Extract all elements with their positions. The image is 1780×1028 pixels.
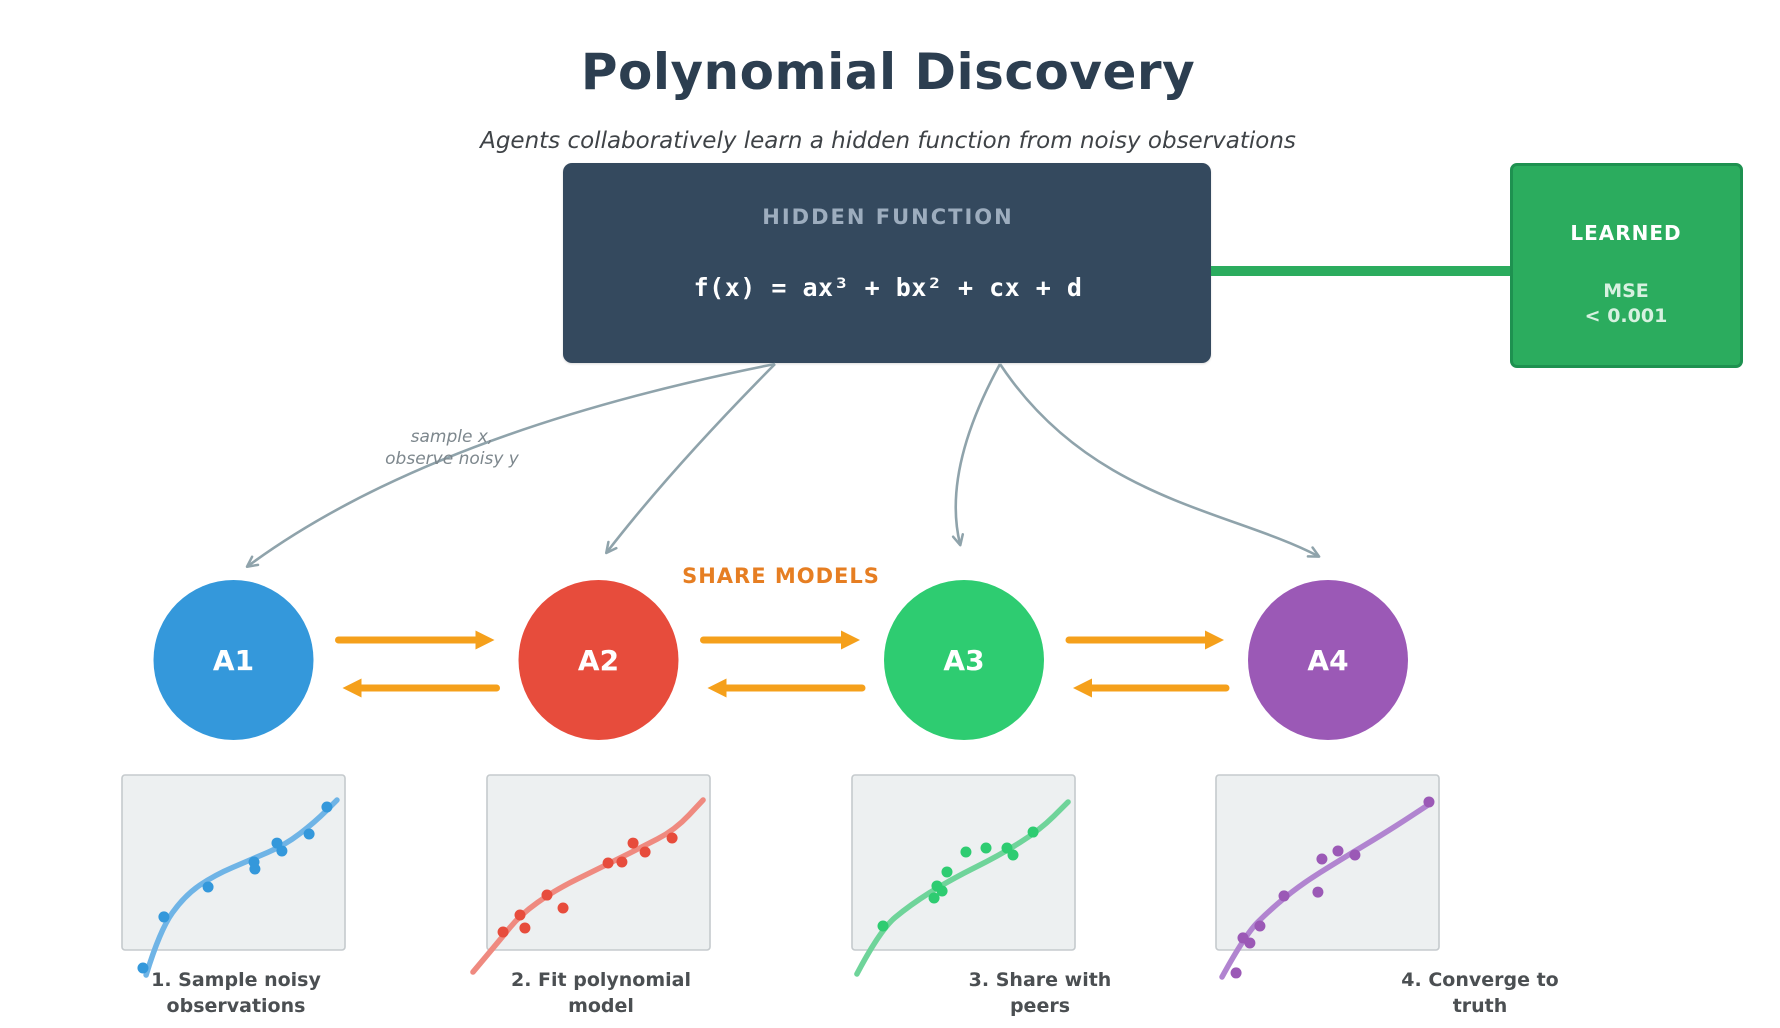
agent-data-dot-a4: [1332, 845, 1344, 857]
agent-plot-panel-a4: [1215, 774, 1440, 951]
page-title: Polynomial Discovery: [580, 43, 1196, 101]
agent-data-dot-a2: [497, 926, 509, 938]
agent-data-dot-a1: [271, 837, 283, 849]
agent-data-dot-a4: [1423, 796, 1435, 808]
hidden-function-label: HIDDEN FUNCTION: [762, 205, 1014, 229]
agent-data-dot-a4: [1244, 937, 1256, 949]
caption-step-3: 3. Share with peers: [969, 967, 1112, 1019]
caption-step-1-line2: observations: [166, 995, 306, 1017]
agent-plot-panel-a2: [486, 774, 711, 951]
agent-data-dot-a4: [1312, 886, 1324, 898]
agent-data-dot-a1: [249, 863, 261, 875]
agent-data-dot-a2: [557, 902, 569, 914]
share-arrow-right-head: [475, 630, 495, 650]
hidden-function-box: [563, 163, 1211, 363]
learned-value: < 0.001: [1584, 305, 1668, 327]
agent-data-dot-a3: [1027, 826, 1039, 838]
agent-circle-label-a1: A1: [213, 644, 254, 677]
agent-data-dot-a3: [1007, 849, 1019, 861]
caption-step-1-line1: 1. Sample noisy: [151, 969, 321, 991]
agent-fit-curve-a2: [470, 797, 706, 975]
hidden-function-formula: f(x) = ax³ + bx² + cx + d: [693, 273, 1083, 302]
agent-data-dot-a4: [1230, 967, 1242, 979]
share-arrow-right-head: [1205, 630, 1224, 650]
learned-label: LEARNED: [1570, 221, 1682, 245]
sample-annotation-line1: sample x,: [410, 427, 494, 447]
agent-plot-panel-a1: [121, 774, 346, 951]
share-arrow-left-head: [707, 678, 727, 698]
agent-data-dot-a2: [519, 922, 531, 934]
agent-data-dot-a3: [941, 866, 953, 878]
agent-data-dot-a3: [960, 846, 972, 858]
agent-data-dot-a2: [639, 846, 651, 858]
agent-circle-label-a4: A4: [1307, 644, 1348, 677]
learned-metric: MSE: [1603, 280, 1649, 302]
caption-step-4-line1: 4. Converge to: [1401, 969, 1559, 991]
agent-data-dot-a3: [928, 892, 940, 904]
caption-step-4: 4. Converge to truth: [1401, 967, 1558, 1019]
agent-data-dot-a2: [514, 909, 526, 921]
page-subtitle: Agents collaboratively learn a hidden fu…: [480, 128, 1296, 154]
agent-data-dot-a1: [321, 801, 333, 813]
share-models-label: SHARE MODELS: [682, 564, 880, 588]
agent-circle-label-a3: A3: [943, 644, 984, 677]
agent-data-dot-a4: [1316, 853, 1328, 865]
agent-data-dot-a4: [1278, 890, 1290, 902]
agent-data-dot-a1: [137, 962, 149, 974]
caption-step-2: 2. Fit polynomial model: [511, 967, 691, 1019]
share-arrow-left-head: [342, 678, 362, 698]
agent-data-dot-a3: [877, 920, 889, 932]
agent-circle-a2: [518, 580, 679, 740]
caption-step-3-line2: peers: [1009, 995, 1071, 1017]
agent-fit-curve-a4: [1219, 802, 1431, 980]
agent-circle-label-a2: A2: [578, 644, 619, 677]
agent-data-dot-a1: [158, 911, 170, 923]
agent-data-dot-a3: [980, 842, 992, 854]
agent-data-dot-a4: [1349, 849, 1361, 861]
caption-step-2-line2: model: [568, 995, 634, 1017]
agent-data-dot-a2: [616, 856, 628, 868]
agent-circle-a3: [884, 580, 1044, 740]
agent-data-dot-a2: [602, 857, 614, 869]
sample-flow-arrow-3: [951, 363, 1002, 547]
caption-step-4-line2: truth: [1452, 995, 1508, 1017]
agent-circle-a1: [153, 580, 314, 740]
agent-fit-curve-a3: [854, 799, 1071, 977]
agent-data-dot-a2: [666, 832, 678, 844]
agent-data-dot-a2: [627, 837, 639, 849]
sample-flow-arrow-4: [998, 363, 1321, 558]
sample-flow-arrow-1: [245, 362, 776, 568]
agent-data-dot-a3: [936, 885, 948, 897]
sample-flow-arrow-2: [604, 363, 776, 555]
agent-data-dot-a1: [276, 845, 288, 857]
caption-step-2-line1: 2. Fit polynomial: [510, 969, 692, 991]
caption-step-1: 1. Sample noisy observations: [151, 967, 321, 1019]
agent-data-dot-a2: [541, 889, 553, 901]
agent-fit-curve-a1: [143, 797, 340, 978]
learned-box: [1510, 163, 1743, 368]
agent-data-dot-a1: [202, 881, 214, 893]
share-arrow-left-head: [1073, 678, 1092, 698]
agent-data-dot-a4: [1254, 920, 1266, 932]
agent-data-dot-a1: [303, 828, 315, 840]
agent-circle-a4: [1248, 580, 1408, 740]
caption-step-3-line1: 3. Share with: [968, 969, 1112, 991]
share-arrow-right-head: [841, 630, 860, 650]
sample-annotation-line2: observe noisy y: [385, 448, 519, 469]
sample-annotation: sample x, observe noisy y: [385, 427, 519, 470]
